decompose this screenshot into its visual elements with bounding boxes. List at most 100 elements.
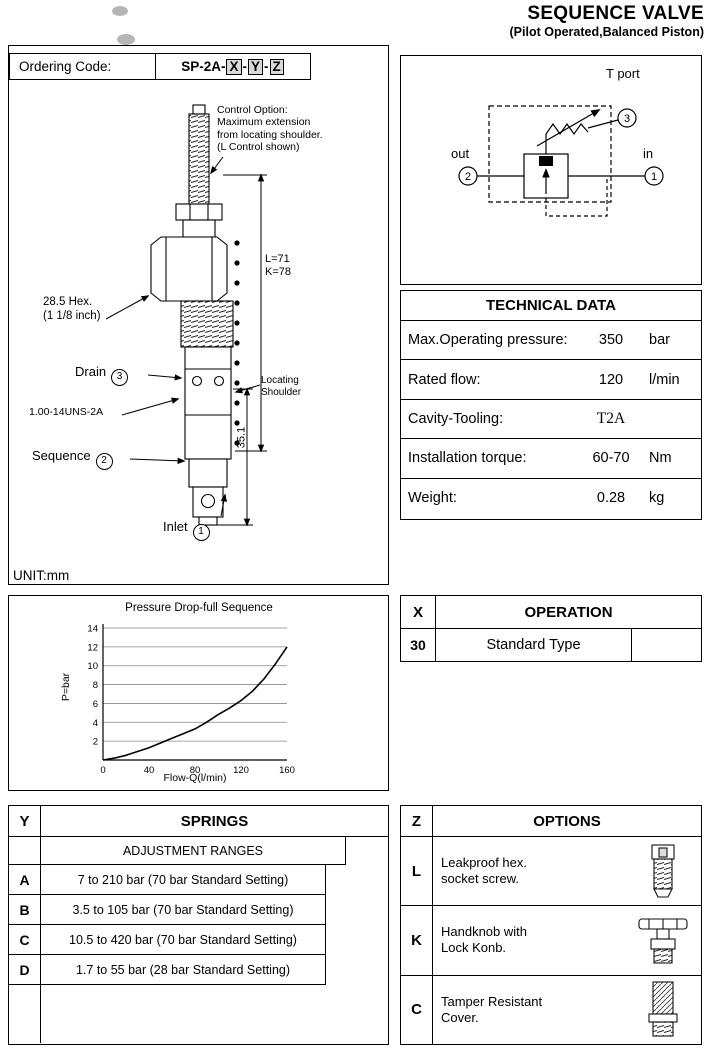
control-option-note: Control Option: Maximum extension from l… bbox=[217, 104, 323, 154]
operation-row: 30 Standard Type bbox=[401, 629, 701, 661]
td-value: 120 bbox=[598, 371, 624, 388]
td-unit: l/min bbox=[649, 371, 680, 388]
chart-y-axis-label: P=bar bbox=[60, 672, 72, 702]
spring-code: C bbox=[9, 925, 41, 955]
hydraulic-symbol-panel: 2 1 3 T port out in bbox=[400, 55, 702, 285]
td-unit: Nm bbox=[649, 450, 672, 467]
option-code: L bbox=[401, 837, 433, 906]
option-row: C Tamper Resistant Cover. bbox=[401, 975, 701, 1044]
td-unit: kg bbox=[649, 490, 665, 507]
svg-text:4: 4 bbox=[93, 718, 98, 729]
length-dimension-label: L=71 K=78 bbox=[265, 253, 291, 278]
svg-text:160: 160 bbox=[279, 765, 295, 776]
ordering-code-value: SP-2A-X-Y-Z bbox=[156, 54, 310, 79]
svg-text:14: 14 bbox=[87, 624, 98, 635]
valve-cutaway-drawing bbox=[105, 104, 267, 527]
inlet-port-number: 1 bbox=[192, 524, 210, 541]
td-value: 350 bbox=[598, 332, 624, 349]
option-code: C bbox=[401, 975, 433, 1044]
td-value: 60-70 bbox=[592, 450, 630, 467]
operation-code: 30 bbox=[401, 629, 436, 661]
technical-data-panel: TECHNICAL DATA Max.Operating pressure: 3… bbox=[400, 290, 702, 520]
operation-panel: X OPERATION 30 Standard Type bbox=[400, 595, 702, 662]
td-value: 0.28 bbox=[596, 490, 626, 507]
option-row: K Handknob with Lock Konb. bbox=[401, 906, 701, 976]
t-port-label: T port bbox=[606, 66, 640, 81]
svg-text:40: 40 bbox=[144, 765, 155, 776]
technical-data-row: Cavity-Tooling: T2A bbox=[401, 400, 701, 440]
in-port-label: in bbox=[643, 146, 654, 161]
drain-port-number: 3 bbox=[111, 369, 129, 386]
technical-data-row: Rated flow: 120 l/min bbox=[401, 360, 701, 400]
code-z: Z bbox=[269, 58, 284, 75]
hydraulic-symbol-diagram: 2 1 3 bbox=[458, 105, 664, 217]
scan-artifact bbox=[112, 6, 128, 16]
operation-title: OPERATION bbox=[524, 603, 613, 621]
spring-symbol bbox=[545, 122, 589, 136]
td-unit: bar bbox=[649, 332, 670, 349]
sequence-port-number: 2 bbox=[95, 453, 113, 470]
option-description: Handknob with Lock Konb. bbox=[441, 924, 527, 956]
depth-dimension-label: 35.1 bbox=[235, 426, 248, 449]
option-description: Leakproof hex. socket screw. bbox=[441, 854, 528, 887]
springs-row: B 3.5 to 105 bar (70 bar Standard Settin… bbox=[9, 895, 388, 925]
springs-row: C 10.5 to 420 bar (70 bar Standard Setti… bbox=[9, 925, 388, 955]
spring-range: 10.5 to 420 bar (70 bar Standard Setting… bbox=[41, 925, 326, 955]
svg-text:0: 0 bbox=[100, 765, 105, 776]
td-label: Max.Operating pressure: bbox=[408, 332, 568, 349]
td-label: Weight: bbox=[408, 490, 457, 507]
options-col-letter: Z bbox=[401, 806, 433, 836]
spring-code: B bbox=[9, 895, 41, 925]
technical-data-row: Installation torque: 60-70 Nm bbox=[401, 439, 701, 479]
spring-code: A bbox=[9, 865, 41, 895]
springs-subtitle-row: ADJUSTMENT RANGES bbox=[9, 837, 388, 865]
svg-text:6: 6 bbox=[93, 699, 98, 710]
adjustment-arrow bbox=[536, 109, 601, 147]
option-description: Tamper Resistant Cover. bbox=[441, 993, 543, 1025]
scan-artifact bbox=[117, 34, 135, 45]
td-label: Cavity-Tooling: bbox=[408, 410, 504, 427]
page-subtitle: (Pilot Operated,Balanced Piston) bbox=[509, 25, 704, 39]
springs-row: A 7 to 210 bar (70 bar Standard Setting) bbox=[9, 865, 388, 895]
springs-subtitle-spacer bbox=[9, 837, 41, 865]
symbol-t-port-number: 3 bbox=[624, 113, 630, 125]
td-label: Rated flow: bbox=[408, 371, 481, 388]
operation-type: Standard Type bbox=[436, 629, 632, 661]
chart-title: Pressure Drop-full Sequence bbox=[125, 602, 273, 614]
springs-header: Y SPRINGS bbox=[9, 806, 388, 837]
svg-text:8: 8 bbox=[93, 680, 98, 691]
springs-col-letter: Y bbox=[9, 806, 41, 836]
tamper-cover-icon bbox=[625, 976, 701, 1044]
unit-note: UNIT:mm bbox=[13, 568, 70, 583]
svg-text:2: 2 bbox=[93, 737, 98, 748]
code-prefix: SP-2A- bbox=[181, 59, 226, 74]
chart-x-axis-label: Flow-Q(l/min) bbox=[163, 772, 227, 784]
springs-subtitle: ADJUSTMENT RANGES bbox=[41, 837, 346, 865]
spring-code: D bbox=[9, 955, 41, 985]
code-sep: - bbox=[242, 59, 248, 74]
technical-data-row: Weight: 0.28 kg bbox=[401, 479, 701, 518]
technical-data-row: Max.Operating pressure: 350 bar bbox=[401, 321, 701, 361]
hex-size-label: 28.5 Hex. (1 1/8 inch) bbox=[43, 296, 101, 322]
svg-text:80: 80 bbox=[190, 765, 201, 776]
operation-header: X OPERATION bbox=[401, 596, 701, 629]
option-row: L Leakproof hex. socket screw. bbox=[401, 837, 701, 907]
springs-title: SPRINGS bbox=[180, 812, 249, 830]
springs-panel: Y SPRINGS ADJUSTMENT RANGES A 7 to 210 b… bbox=[8, 805, 389, 1045]
ordering-code-strip: Ordering Code: SP-2A-X-Y-Z bbox=[9, 53, 311, 80]
td-label: Installation torque: bbox=[408, 450, 527, 467]
spring-range: 1.7 to 55 bar (28 bar Standard Setting) bbox=[41, 955, 326, 985]
leader-arrows bbox=[105, 156, 261, 517]
springs-empty-tail bbox=[9, 984, 41, 1043]
seal-rings bbox=[234, 240, 240, 446]
valve-drawing-area: Control Option: Maximum extension from l… bbox=[9, 79, 388, 565]
page-title: SEQUENCE VALVE bbox=[527, 3, 704, 24]
code-sep: - bbox=[264, 59, 269, 74]
springs-row: D 1.7 to 55 bar (28 bar Standard Setting… bbox=[9, 955, 388, 985]
pilot-line bbox=[545, 176, 608, 217]
spring-range: 3.5 to 105 bar (70 bar Standard Setting) bbox=[41, 895, 326, 925]
